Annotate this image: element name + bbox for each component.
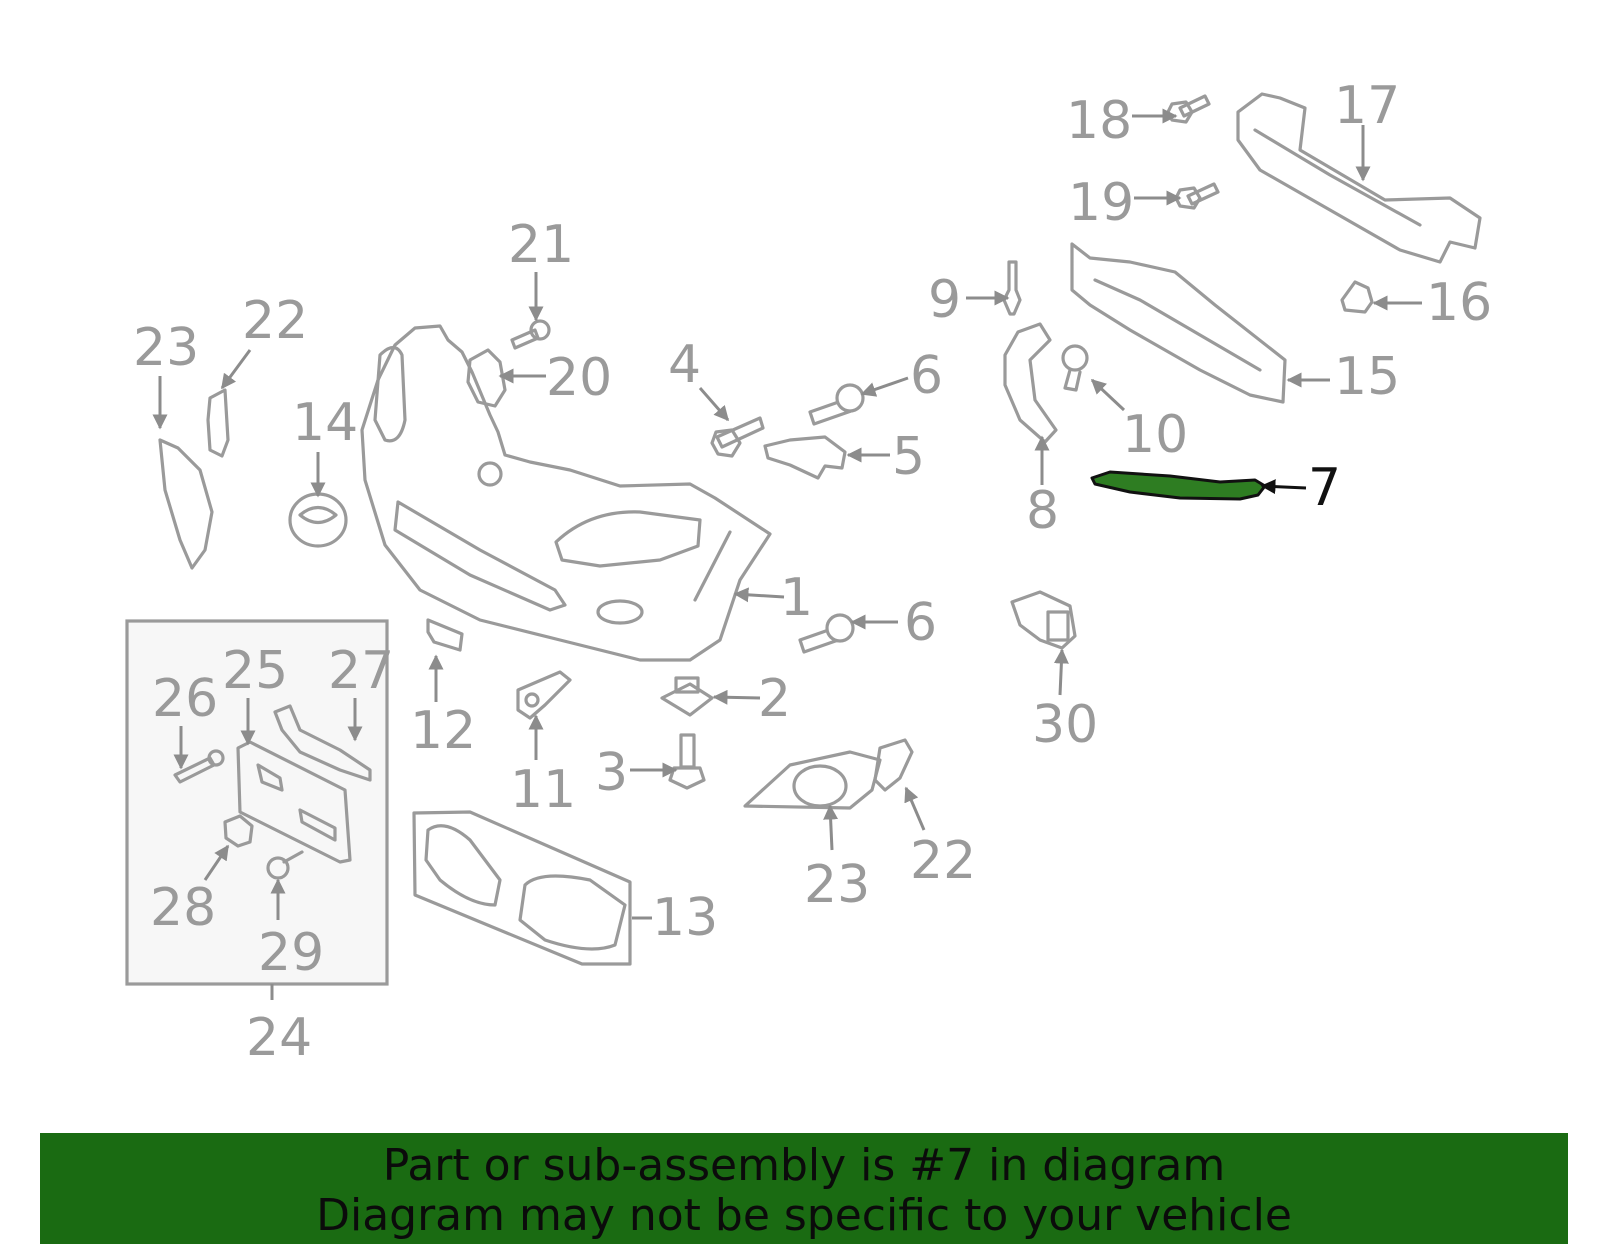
leader-arrows [152, 108, 1422, 920]
callout-5: 5 [892, 427, 925, 487]
part-6-bolt-lower [798, 613, 855, 654]
callout-7-highlighted: 7 [1308, 458, 1341, 518]
part-3-pin [668, 733, 706, 790]
callout-23: 23 [133, 318, 199, 378]
callout-28: 28 [150, 878, 216, 938]
part-15-absorber [1070, 242, 1287, 404]
part-13-grille [412, 810, 632, 966]
callout-9: 9 [928, 270, 961, 330]
part-6-bolt-upper [808, 383, 865, 426]
part-14-emblem [288, 492, 348, 548]
banner-line-1: Part or sub-assembly is #7 in diagram [382, 1140, 1226, 1191]
callout-20: 20 [546, 348, 612, 408]
part-19-bolt [1174, 182, 1220, 210]
part-26-screw [173, 749, 225, 784]
callout-6: 6 [910, 346, 943, 406]
part-5-bracket [763, 435, 847, 480]
part-23-lamp-left [158, 438, 214, 570]
part-22-bracket-right [873, 738, 914, 792]
callout-17: 17 [1334, 76, 1400, 136]
callout-29: 29 [258, 923, 324, 983]
callout-8: 8 [1026, 481, 1059, 541]
callout-2: 2 [758, 669, 791, 729]
part-27-bracket [273, 704, 372, 782]
part-20-cover [466, 348, 507, 408]
part-8-bracket [1003, 322, 1058, 444]
callout-21: 21 [508, 215, 574, 275]
part-1-bumper-cover [360, 324, 772, 662]
parts-diagram: 1 2 3 4 5 6 6 7 8 9 10 11 12 13 14 15 16… [125, 76, 1492, 1068]
part-18-bolt [1166, 94, 1211, 124]
callout-18: 18 [1066, 91, 1132, 151]
part-28-clip [223, 814, 254, 848]
part-30-connector [1010, 590, 1077, 650]
part-16-bracket [1340, 280, 1374, 314]
callout-30: 30 [1032, 695, 1098, 755]
callout-25: 25 [222, 641, 288, 701]
part-10-clip [1061, 344, 1089, 392]
banner-line-2: Diagram may not be specific to your vehi… [316, 1190, 1292, 1241]
part-22-bracket-left [206, 388, 230, 458]
callout-23b: 23 [804, 855, 870, 915]
callout-16: 16 [1426, 273, 1492, 333]
part-9-stud [1002, 260, 1022, 316]
callout-1: 1 [780, 568, 813, 628]
callout-6b: 6 [904, 593, 937, 653]
callout-19: 19 [1068, 173, 1134, 233]
part-11-sensor [516, 670, 572, 720]
part-21-screw [510, 319, 551, 350]
info-banner: Part or sub-assembly is #7 in diagram Di… [40, 1133, 1568, 1244]
part-7-highlighted [1090, 470, 1267, 501]
callout-10: 10 [1122, 405, 1188, 465]
callout-15: 15 [1334, 347, 1400, 407]
callout-11: 11 [510, 760, 576, 820]
callout-26: 26 [152, 669, 218, 729]
callout-labels: 1 2 3 4 5 6 6 7 8 9 10 11 12 13 14 15 16… [133, 76, 1492, 1068]
part-29-screw [266, 850, 304, 880]
callout-24: 24 [246, 1008, 312, 1068]
callout-22: 22 [242, 291, 308, 351]
part-2-clip [660, 676, 714, 717]
part-4-bolt [710, 416, 765, 458]
callout-27: 27 [328, 641, 394, 701]
callout-22b: 22 [910, 831, 976, 891]
part-23-lamp-right [743, 750, 882, 810]
part-17-beam [1236, 92, 1482, 264]
callout-12: 12 [410, 701, 476, 761]
part-12-cover [426, 618, 464, 652]
callout-13: 13 [652, 888, 718, 948]
callout-14: 14 [292, 393, 358, 453]
callout-4: 4 [668, 335, 701, 395]
part-24-kit-box [125, 619, 389, 1000]
callout-3: 3 [595, 743, 628, 803]
